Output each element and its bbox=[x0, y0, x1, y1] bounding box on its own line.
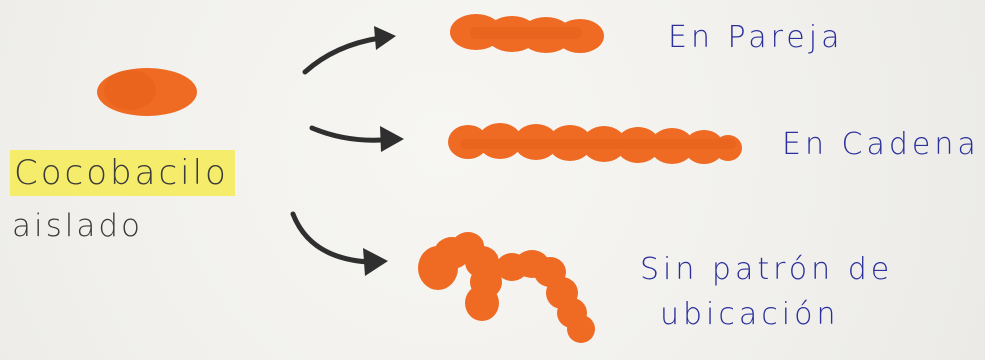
arrow-to-pair bbox=[302, 26, 396, 75]
pair-arrangement bbox=[450, 14, 604, 53]
no-pattern-label-line-2: ubicación bbox=[660, 297, 840, 332]
isolated-cell-shade bbox=[104, 70, 156, 110]
isolated-coccobacillus-label: Cocobacilo bbox=[10, 150, 235, 196]
no-pattern-label-line-1: Sin patrón de bbox=[640, 252, 894, 287]
chain-arrangement bbox=[448, 123, 742, 164]
no-pattern-arrangement bbox=[418, 232, 595, 343]
arrow-head bbox=[374, 26, 396, 50]
arrow-to-chain bbox=[309, 125, 404, 152]
arrow-to-no-pattern bbox=[290, 211, 388, 276]
isolated-coccobacillus bbox=[97, 68, 197, 116]
arrow-head bbox=[363, 248, 388, 276]
chain-label: En Cadena bbox=[782, 127, 980, 162]
pair-label: En Pareja bbox=[668, 20, 844, 55]
arrow-head bbox=[380, 126, 404, 152]
isolated-coccobacillus-sublabel: aislado bbox=[12, 208, 144, 244]
